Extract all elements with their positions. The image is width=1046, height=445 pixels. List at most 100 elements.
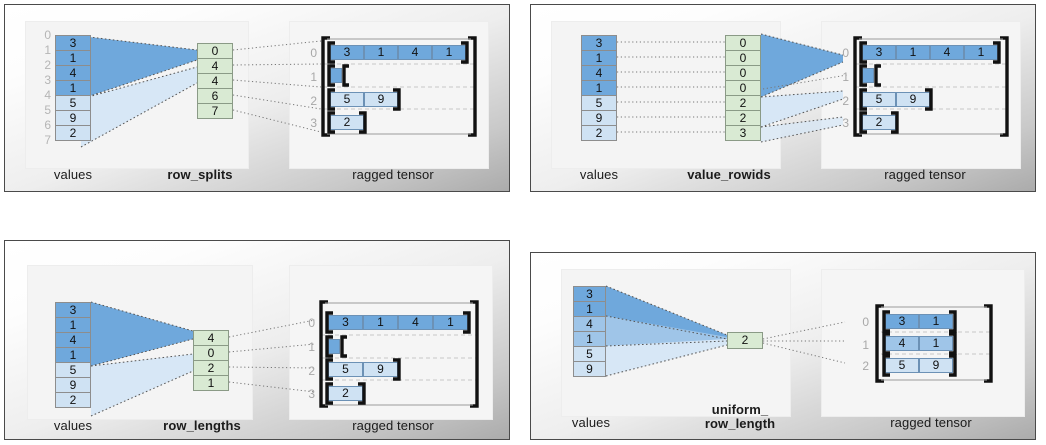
tensor-cell: 9 bbox=[364, 92, 398, 107]
tensor-row-index: 3 bbox=[310, 116, 317, 130]
tensor-empty-cell bbox=[862, 68, 874, 83]
value-index: 1 bbox=[44, 43, 51, 57]
partition-caption: row_splits bbox=[167, 167, 233, 182]
tensor-cell: 5 bbox=[328, 362, 363, 377]
value-cell: 1 bbox=[56, 81, 90, 96]
partition-cell: 0 bbox=[726, 36, 760, 51]
tensor-cell: 1 bbox=[432, 45, 466, 60]
partition-cell: 4 bbox=[198, 74, 232, 89]
value-cell: 4 bbox=[56, 66, 90, 81]
tensor-cell: 5 bbox=[330, 92, 364, 107]
tensor-cell: 2 bbox=[330, 115, 364, 130]
value-index: 0 bbox=[44, 28, 51, 42]
tensor-cell: 4 bbox=[930, 45, 964, 60]
tensor-cell: 3 bbox=[885, 314, 919, 329]
tensor-row-index: 0 bbox=[862, 315, 869, 329]
value-cell: 1 bbox=[574, 302, 605, 317]
value-cell: 3 bbox=[56, 36, 90, 51]
tensor-row-index: 2 bbox=[310, 94, 317, 108]
value-rowids-column: 0 0 0 0 2 2 3 bbox=[725, 35, 761, 141]
tensor-row-index: 3 bbox=[308, 387, 315, 401]
tensor-empty-cell bbox=[328, 339, 340, 354]
tensor-cell: 9 bbox=[896, 92, 930, 107]
partition-cell: 4 bbox=[194, 331, 228, 346]
value-cell: 5 bbox=[56, 363, 90, 378]
panel-row-splits: 0 1 2 3 4 5 6 7 3 1 4 1 5 9 2 0 4 4 6 7 bbox=[4, 4, 510, 192]
tensor-cell: 2 bbox=[862, 115, 896, 130]
tensor-row-index: 2 bbox=[842, 94, 849, 108]
value-index: 5 bbox=[44, 103, 51, 117]
value-cell: 5 bbox=[582, 96, 616, 111]
tensor-empty-cell bbox=[330, 68, 342, 83]
tensor-cell: 3 bbox=[328, 315, 363, 330]
tensor-row-index: 0 bbox=[308, 316, 315, 330]
value-cell: 5 bbox=[56, 96, 90, 111]
partition-cell: 2 bbox=[726, 111, 760, 126]
value-index: 4 bbox=[44, 88, 51, 102]
partition-cell: 4 bbox=[198, 59, 232, 74]
tensor-cell: 4 bbox=[885, 336, 919, 351]
values-caption: values bbox=[53, 418, 93, 433]
tensor-cell: 5 bbox=[862, 92, 896, 107]
partition-cell: 1 bbox=[194, 376, 228, 391]
panel-row-lengths: 3 1 4 1 5 9 2 4 0 2 1 0 1 2 3 3 1 4 1 5 … bbox=[4, 240, 510, 440]
value-cell: 1 bbox=[582, 51, 616, 66]
row-lengths-column: 4 0 2 1 bbox=[193, 330, 229, 391]
tensor-caption: ragged tensor bbox=[890, 415, 972, 430]
value-index: 6 bbox=[44, 118, 51, 132]
tensor-cell: 2 bbox=[328, 386, 363, 401]
tensor-cell: 9 bbox=[363, 362, 398, 377]
ragged-tensor-subpanel bbox=[289, 265, 493, 420]
value-index: 7 bbox=[44, 133, 51, 147]
tensor-cell: 1 bbox=[964, 45, 998, 60]
tensor-row-index: 2 bbox=[862, 359, 869, 373]
value-cell: 3 bbox=[56, 303, 90, 318]
value-cell: 1 bbox=[582, 81, 616, 96]
value-cell: 3 bbox=[582, 36, 616, 51]
partition-cell: 0 bbox=[726, 51, 760, 66]
tensor-row-index: 1 bbox=[842, 70, 849, 84]
tensor-caption: ragged tensor bbox=[352, 167, 434, 182]
values-caption: values bbox=[571, 415, 611, 430]
tensor-cell: 4 bbox=[398, 45, 432, 60]
tensor-caption: ragged tensor bbox=[352, 418, 434, 433]
values-column: 3 1 4 1 5 9 2 bbox=[55, 302, 91, 408]
partition-cell: 2 bbox=[194, 361, 228, 376]
tensor-caption: ragged tensor bbox=[884, 167, 966, 182]
tensor-cell: 9 bbox=[919, 358, 953, 373]
partition-caption: value_rowids bbox=[687, 167, 771, 182]
value-cell: 2 bbox=[56, 393, 90, 408]
tensor-cell: 1 bbox=[919, 336, 953, 351]
row-splits-column: 0 4 4 6 7 bbox=[197, 43, 233, 119]
tensor-cell: 3 bbox=[862, 45, 896, 60]
tensor-row-index: 1 bbox=[862, 338, 869, 352]
value-cell: 4 bbox=[582, 66, 616, 81]
tensor-cell: 4 bbox=[398, 315, 433, 330]
value-cell: 9 bbox=[56, 378, 90, 393]
tensor-cell: 1 bbox=[433, 315, 468, 330]
partition-cell: 3 bbox=[726, 126, 760, 141]
value-cell: 2 bbox=[56, 126, 90, 141]
values-caption: values bbox=[53, 167, 93, 182]
tensor-row-index: 0 bbox=[310, 46, 317, 60]
value-cell: 9 bbox=[574, 362, 605, 377]
tensor-cell: 1 bbox=[896, 45, 930, 60]
tensor-row-index: 2 bbox=[308, 364, 315, 378]
tensor-row-index: 0 bbox=[842, 46, 849, 60]
tensor-cell: 1 bbox=[363, 315, 398, 330]
tensor-cell: 1 bbox=[919, 314, 953, 329]
value-cell: 4 bbox=[574, 317, 605, 332]
uniform-row-length-box: 2 bbox=[727, 332, 763, 349]
partition-caption: uniform_ row_length bbox=[704, 402, 776, 431]
tensor-row-index: 3 bbox=[842, 116, 849, 130]
value-cell: 9 bbox=[582, 111, 616, 126]
partition-cell: 0 bbox=[726, 81, 760, 96]
value-cell: 1 bbox=[574, 332, 605, 347]
value-cell: 5 bbox=[574, 347, 605, 362]
values-column: 3 1 4 1 5 9 bbox=[573, 286, 606, 377]
value-cell: 9 bbox=[56, 111, 90, 126]
partition-cell: 2 bbox=[726, 96, 760, 111]
partition-cell: 7 bbox=[198, 104, 232, 119]
partition-cell: 0 bbox=[198, 44, 232, 59]
